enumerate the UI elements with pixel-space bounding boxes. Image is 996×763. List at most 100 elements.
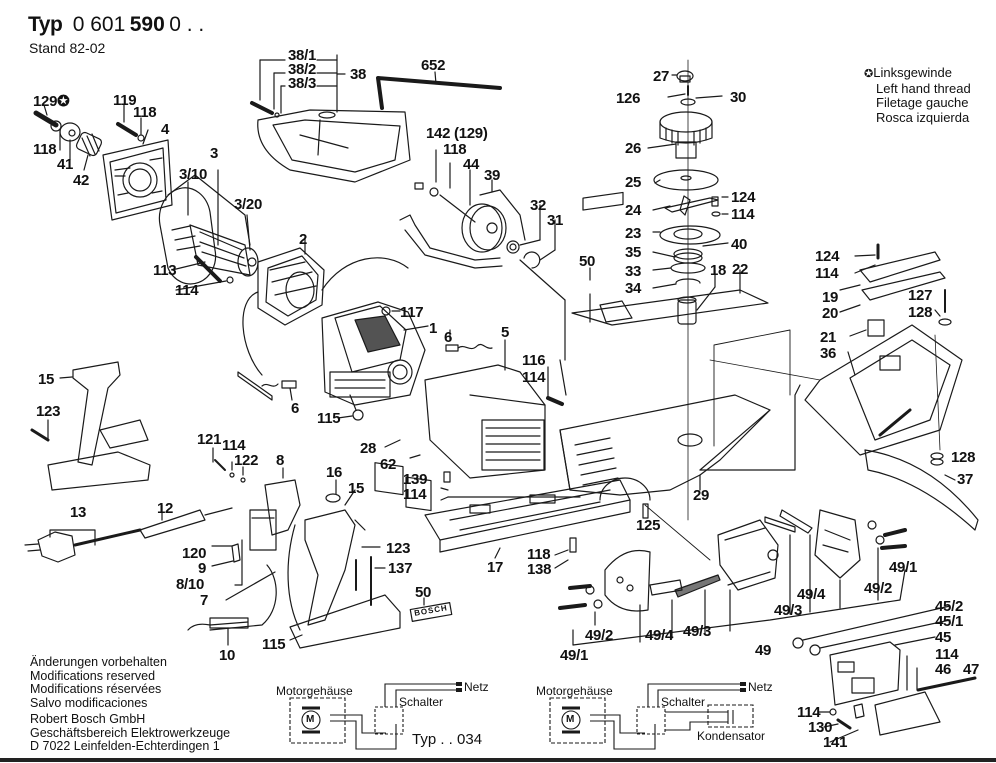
part-label-141: 141 [823,734,848,751]
part-label-49-4: 49/4 [797,586,825,603]
wiring1-motor-symbol: M [306,714,315,725]
part-49-cutter-head [717,519,779,591]
capacitor-box [707,704,754,728]
leader-1 [403,325,429,331]
part-label-9: 9 [198,560,207,577]
wiring1-mains-label: Netz [464,680,489,694]
part-label-116: 116 [522,352,546,369]
part-label-138: 138 [527,561,552,578]
part-label-36: 36 [820,345,837,362]
left-hand-thread-icon: ✪ [864,68,874,80]
part-label-37: 37 [957,471,974,488]
part-label-47: 47 [963,661,980,678]
motor-housing-box-2 [549,697,606,744]
part-label-32: 32 [530,197,547,214]
switch-box [374,706,404,735]
leader-113 [171,261,206,271]
part-41-bearing-cap [59,122,81,142]
part-label-49-3: 49/3 [683,623,711,640]
part-22-base-plate [571,289,769,326]
part-label-139: 139 [403,471,428,488]
motor-symbol-2 [561,710,581,730]
part-116-screw [546,396,564,406]
part-label-19: 19 [822,289,839,306]
wiring1-type-label: Typ . . 034 [412,731,483,748]
part-label-49-2: 49/2 [585,627,613,644]
part-18-depth-spindle [677,296,697,325]
part-49-4-clamp-b [779,509,813,534]
wiring2-motor-symbol: M [566,714,575,725]
part-4-fan-housing [102,139,173,221]
leader-3-20 [246,214,251,251]
part-label-125: 125 [636,517,661,534]
part-label-129: 129✪ [33,93,70,110]
part-label-114: 114 [935,646,959,663]
part-114f-washer [229,472,235,478]
part-47-rod [916,676,977,692]
part-49-3-blade-a [674,574,721,598]
part-label-118: 118 [527,546,551,563]
part-label-3-20: 3/20 [234,196,262,213]
part-label-38: 38 [350,66,367,83]
part-26-depth-knob [659,111,713,159]
part-label-15: 15 [38,371,55,388]
legend-line-fr: Filetage gauche [876,95,969,110]
part-label-121: 121 [197,431,222,448]
part-49-2b-washer [867,520,877,530]
switch-box-2 [636,706,666,735]
modification-notice: Änderungen vorbehalten Modifications res… [30,655,167,710]
part-label-38-3: 38/3 [288,75,316,92]
leader-652 [434,71,437,85]
part-label-118: 118 [443,141,467,158]
part-25-scale-disc [653,169,719,191]
part-49-1b-bolt [883,528,907,537]
company-location: D 7022 Leinfelden-Echterdingen 1 [30,739,220,753]
bracket-49 [572,569,906,646]
part-label-142: 142 (129) [426,125,488,142]
part-119-screw [116,122,138,137]
part-45-rear-cover [829,641,901,706]
part-1-motor-housing [321,301,426,406]
part-122-washer [240,477,246,483]
part-label-652: 652 [421,57,446,74]
part-label-21: 21 [820,329,837,346]
part-139-screw [443,471,451,483]
part-128a-washer [938,318,952,326]
part-label-17: 17 [487,559,504,576]
part-label-130: 130 [808,719,833,736]
legend-line-es: Rosca izquierda [876,109,970,125]
part-label-27: 27 [653,68,670,85]
part-label-10: 10 [219,647,236,664]
leader-32 [519,239,541,246]
part-label-5: 5 [501,324,510,341]
left-hand-thread-legend: ✪Linksgewinde Left hand thread Filetage … [864,65,971,125]
part-129-screw [33,110,59,128]
part-label-118: 118 [133,104,157,121]
part-label-115: 115 [262,636,286,653]
motor-symbol [301,710,321,730]
notice-line-es: Salvo modificaciones [30,695,148,710]
part-121-screw [214,459,226,471]
part-label-49-1: 49/1 [889,559,917,576]
part-49-1a-bolt [568,584,592,590]
part-114-washer [226,276,234,284]
part-label-4: 4 [161,121,170,138]
part-652-hex-key [376,76,502,110]
leader-31 [539,249,556,261]
part-28-label [374,462,404,496]
part-label-120: 120 [182,545,207,562]
part-label-33: 33 [625,263,642,280]
page-title: Typ 0 601 590 0 . . [28,13,204,37]
part-label-38-1: 38/1 [288,47,316,64]
part-118c-washer [429,187,439,197]
part-label-119: 119 [113,92,137,109]
part-label-35: 35 [625,244,642,261]
part-label-8: 8 [276,452,285,469]
part-label-49-2: 49/2 [864,580,892,597]
part-label-6: 6 [444,329,453,346]
part-118b-washer [137,134,145,142]
part-label-29: 29 [693,487,710,504]
part-114d-washer [711,211,721,217]
part-31-circlip [523,251,541,269]
part-label-46: 46 [935,661,952,678]
